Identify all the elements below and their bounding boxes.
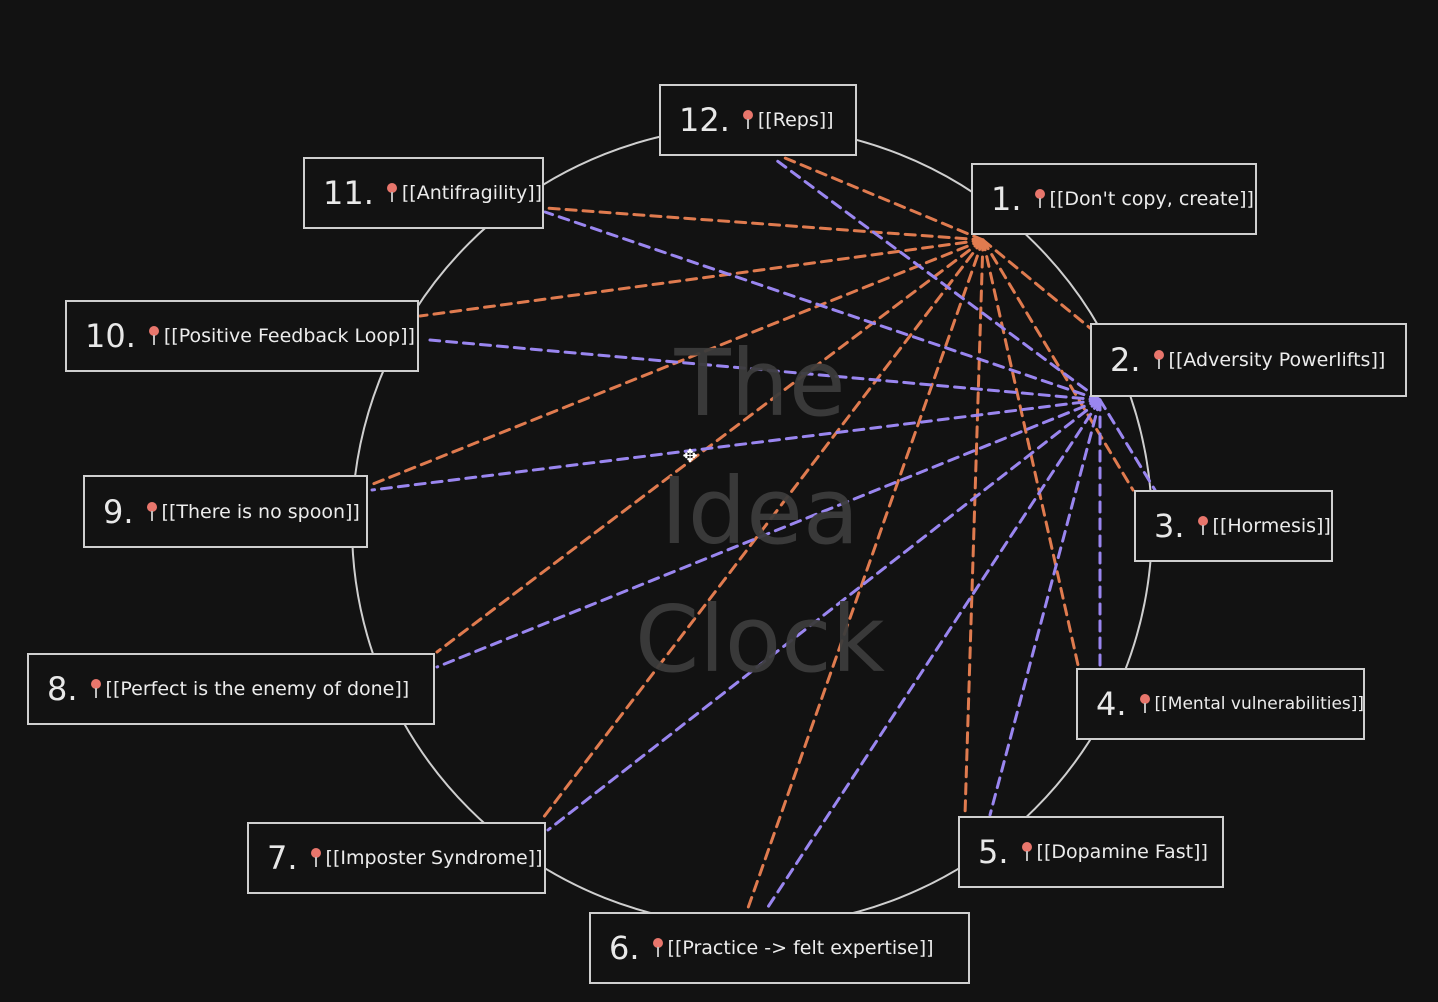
node-number: 9. <box>103 492 134 531</box>
link-orange-1-to-2 <box>981 238 1092 330</box>
node-label: [[There is no spoon]] <box>161 500 360 523</box>
node-hormesis[interactable]: 3. [[Hormesis]] <box>1134 490 1333 562</box>
node-label: [[Dopamine Fast]] <box>1036 841 1208 863</box>
node-label: [[Perfect is the enemy of done]] <box>105 678 410 700</box>
node-reps[interactable]: 12. [[Reps]] <box>659 84 857 156</box>
node-label: [[Don't copy, create]] <box>1049 188 1254 210</box>
node-number: 6. <box>609 929 640 967</box>
link-purple-2-to-8 <box>435 398 1102 669</box>
link-orange-1-to-4 <box>981 238 1080 667</box>
link-orange-1-to-10 <box>418 238 985 318</box>
link-purple-2-to-10 <box>428 338 1102 402</box>
node-perfect-enemy-of-done[interactable]: 8. [[Perfect is the enemy of done]] <box>27 653 435 725</box>
node-label: [[Antifragility]] <box>401 182 543 204</box>
node-label: [[Adversity Powerlifts]] <box>1168 349 1386 371</box>
node-mental-vulnerabilities[interactable]: 4. [[Mental vulnerabilities]] <box>1076 668 1365 740</box>
pushpin-icon <box>652 938 664 958</box>
link-purple-2-to-12 <box>774 158 1102 402</box>
node-number: 2. <box>1110 341 1141 379</box>
link-orange-1-to-7 <box>541 238 985 820</box>
node-label: [[Reps]] <box>757 109 834 131</box>
node-label: [[Imposter Syndrome]] <box>325 847 543 869</box>
pushpin-icon <box>1034 189 1046 209</box>
node-practice-felt-expertise[interactable]: 6. [[Practice -> felt expertise]] <box>589 912 970 984</box>
node-number: 1. <box>991 180 1022 218</box>
pushpin-icon <box>742 110 754 130</box>
move-cursor-icon: ✥ <box>682 446 698 467</box>
link-purple-2-to-11 <box>543 210 1102 402</box>
link-purple-2-to-7 <box>546 398 1102 832</box>
node-there-is-no-spoon[interactable]: 9. [[There is no spoon]] <box>83 475 368 548</box>
link-orange-1-to-12 <box>783 156 985 242</box>
pushpin-icon <box>1021 842 1033 862</box>
node-number: 4. <box>1096 685 1127 723</box>
node-adversity-powerlifts[interactable]: 2. [[Adversity Powerlifts]] <box>1090 323 1407 397</box>
link-orange-1-to-3 <box>981 238 1135 492</box>
pushpin-icon <box>386 183 398 203</box>
node-number: 8. <box>47 670 78 708</box>
node-number: 7. <box>267 839 298 877</box>
node-label: [[Positive Feedback Loop]] <box>163 325 415 347</box>
pushpin-icon <box>90 679 102 699</box>
node-number: 11. <box>323 174 374 212</box>
pushpin-icon <box>1153 350 1165 370</box>
link-purple-2-to-3 <box>1098 398 1157 492</box>
node-positive-feedback-loop[interactable]: 10. [[Positive Feedback Loop]] <box>65 300 419 372</box>
node-dopamine-fast[interactable]: 5. [[Dopamine Fast]] <box>958 816 1224 888</box>
link-purple-2-to-6 <box>764 398 1102 912</box>
pushpin-icon <box>148 326 160 346</box>
link-orange-1-to-8 <box>435 238 985 654</box>
link-purple-2-to-9 <box>370 398 1102 492</box>
node-number: 12. <box>679 101 730 139</box>
node-dont-copy-create[interactable]: 1. [[Don't copy, create]] <box>971 163 1257 235</box>
link-orange-1-to-5 <box>963 238 985 817</box>
link-layer <box>366 156 1157 912</box>
node-imposter-syndrome[interactable]: 7. [[Imposter Syndrome]] <box>247 822 546 894</box>
pushpin-icon <box>1197 516 1209 536</box>
node-label: [[Mental vulnerabilities]] <box>1154 694 1365 714</box>
node-label: [[Hormesis]] <box>1212 515 1331 537</box>
link-orange-1-to-6 <box>746 238 985 910</box>
node-number: 3. <box>1154 507 1185 545</box>
node-number: 5. <box>978 833 1009 871</box>
clock-circle <box>351 125 1153 927</box>
node-number: 10. <box>85 317 136 355</box>
link-orange-1-to-11 <box>543 206 985 242</box>
node-label: [[Practice -> felt expertise]] <box>667 937 934 959</box>
link-purple-2-to-5 <box>988 398 1102 817</box>
node-antifragility[interactable]: 11. [[Antifragility]] <box>303 157 544 229</box>
pushpin-icon <box>1139 694 1151 714</box>
pushpin-icon <box>310 848 322 868</box>
pushpin-icon <box>146 501 158 522</box>
